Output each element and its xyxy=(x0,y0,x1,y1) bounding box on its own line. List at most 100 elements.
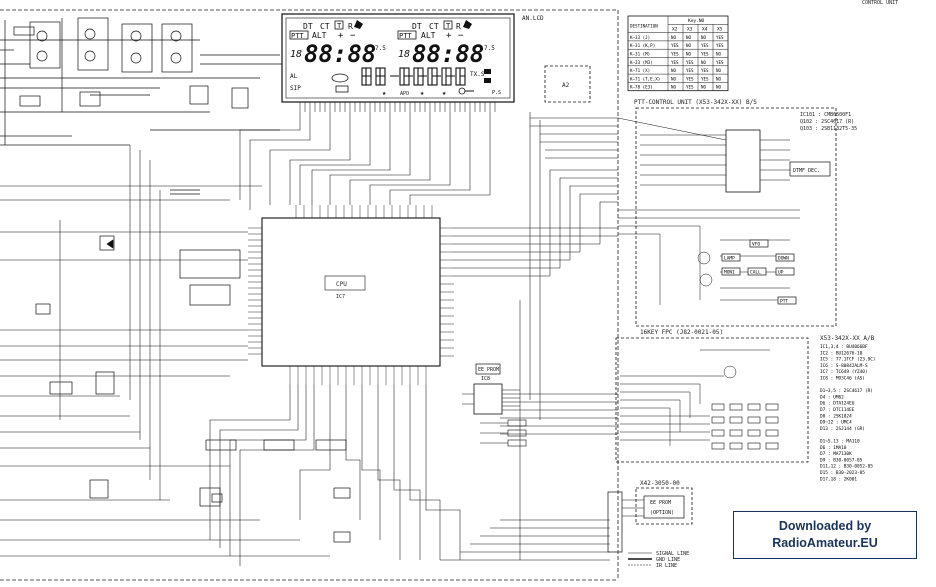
x42-eeprom-option: X42-3050-00 EE PROM (OPTION) xyxy=(607,480,693,553)
parts-line: IC2 : BU12676-10 xyxy=(820,350,863,356)
battery-icon xyxy=(331,73,349,83)
ptt-key-label: UP xyxy=(778,270,784,276)
parts-line: IC8 : M93C46 (AS) xyxy=(820,376,865,382)
parts-line: D15 : B30-2023-05 xyxy=(820,470,865,476)
lcd-digits-big-2: 18 xyxy=(398,49,410,60)
table-cell: NO xyxy=(686,35,692,40)
ptt-key-label: LAMP xyxy=(724,256,735,262)
lcd-digits-sub: 7.5 xyxy=(375,45,386,52)
lcd-minus: − xyxy=(350,31,356,41)
table-cell: YES xyxy=(701,68,709,73)
table-cell: YES xyxy=(686,60,694,65)
fpc-16key: 16KEY FPC (J82-0021-05) xyxy=(615,329,809,463)
a2-block: A2 xyxy=(544,65,591,103)
lcd-digits-main-2: 88:88 xyxy=(412,40,484,68)
lcd-ptt-2: PTT xyxy=(399,32,412,40)
parts-line: D9~12 : UMC4 xyxy=(820,420,852,426)
eeprom-ic8: EE PROM IC8 xyxy=(462,363,520,415)
corner-label: CONTROL UNIT xyxy=(862,0,898,6)
parts-line: D6 : 1MA10 xyxy=(820,445,847,451)
lcd-digits-main: 88:88 xyxy=(304,40,376,68)
keypad-key xyxy=(747,403,761,411)
parts-line: IC1,3,4 : BU4066BF xyxy=(820,344,868,350)
bell-icon-2 xyxy=(463,20,472,29)
keypad-key xyxy=(729,442,743,450)
table-row-dest: K–71 (X) xyxy=(630,68,650,73)
lcd-txs: TX.S xyxy=(470,71,485,78)
keypad-key xyxy=(765,442,779,450)
table-cell: YES xyxy=(671,52,679,57)
keypad-key xyxy=(729,403,743,411)
table-cell: YES xyxy=(671,60,679,65)
table-cell: YES xyxy=(716,43,724,48)
parts-line: D9 : B30-0057-05 xyxy=(820,457,863,463)
parts-line: D7 : MA7130K xyxy=(820,451,852,457)
table-cell: YES xyxy=(701,43,709,48)
eeprom-ref: IC8 xyxy=(481,376,490,382)
table-cell: NO xyxy=(701,35,707,40)
table-cell: YES xyxy=(701,76,709,81)
ptt-key-label: CALL xyxy=(750,270,761,276)
lcd-digits-sub-2: 7.5 xyxy=(484,45,495,52)
keypad-key xyxy=(711,442,725,450)
ptt-ic-2: Q102 : 2SC4617 (R) xyxy=(800,119,854,125)
star-icon-3: ★ xyxy=(442,89,447,97)
parts-line: D1~5,13 : MA110 xyxy=(820,439,860,445)
bell-icon xyxy=(354,20,363,29)
legend-gnd: GND LINE xyxy=(656,557,680,563)
ptt-key-label: DOWN xyxy=(778,256,789,262)
lcd-apo: APO xyxy=(400,91,409,97)
ptt-key-box xyxy=(747,267,767,276)
lcd-plus-2: + xyxy=(446,31,452,41)
x42-option: (OPTION) xyxy=(650,510,674,516)
x42-title: X42-3050-00 xyxy=(640,480,680,487)
fpc-title: 16KEY FPC (J82-0021-05) xyxy=(640,329,723,336)
badge-line2: RadioAmateur.EU xyxy=(772,536,878,550)
table-cell: NO xyxy=(671,85,677,90)
table-cell: NO xyxy=(716,76,722,81)
ptt-key-box xyxy=(721,267,741,276)
parts-line: IC5 : 77.1TCF (23.9C) xyxy=(820,357,876,363)
ptt-key-box xyxy=(721,253,741,262)
ptt-key-box xyxy=(749,239,769,248)
table-row-dest: K–31 (M) xyxy=(630,52,650,57)
table-cell: NO xyxy=(716,52,722,57)
keypad-key xyxy=(765,429,779,437)
table-cell: YES xyxy=(686,85,694,90)
ptt-ic-3: Q103 : 2SB1132T5-35 xyxy=(800,126,857,132)
left-component-cluster xyxy=(35,189,351,543)
table-cell: YES xyxy=(686,76,694,81)
ptt-key-label: MONI xyxy=(724,270,735,276)
table-key-col: X3 xyxy=(687,27,693,33)
parts-line: D7 : DTC114EE xyxy=(820,407,855,413)
table-dest-header: DESTINATION xyxy=(630,24,658,29)
table-cell: NO xyxy=(716,85,722,90)
download-badge: Downloaded by RadioAmateur.EU xyxy=(733,511,917,559)
lcd-plus: + xyxy=(338,31,344,41)
ptt-control-unit: PTT-CONTROL UNIT (X53-342X-XX) B/S IC101… xyxy=(617,99,857,327)
lcd-al: AL xyxy=(290,73,298,80)
keypad-key xyxy=(711,416,725,424)
lcd-r: R xyxy=(348,22,353,31)
ptt-key-label: PTT xyxy=(780,299,788,305)
ptt-key-box xyxy=(775,253,795,262)
lcd-ct-2: CT xyxy=(429,22,439,31)
bus-wiring xyxy=(0,112,618,566)
left-transistor-section xyxy=(0,17,282,145)
table-key-header: Key.NO xyxy=(688,18,705,24)
keypad-key xyxy=(747,429,761,437)
table-key-col: X5 xyxy=(717,27,723,33)
lcd-ct: CT xyxy=(320,22,330,31)
parts-line: D11,12 : B30-0052-05 xyxy=(820,464,873,470)
ptt-key-box xyxy=(777,296,797,305)
parts-line: D17,18 : 2K001 xyxy=(820,476,857,482)
lcd-ptt: PTT xyxy=(291,32,304,40)
table-cell: YES xyxy=(716,60,724,65)
badge-line1: Downloaded by xyxy=(778,519,872,533)
star-icon: ★ xyxy=(382,89,387,97)
parts-line: D8 : 2SK1824 xyxy=(820,413,852,419)
table-key-col: X4 xyxy=(702,27,708,33)
